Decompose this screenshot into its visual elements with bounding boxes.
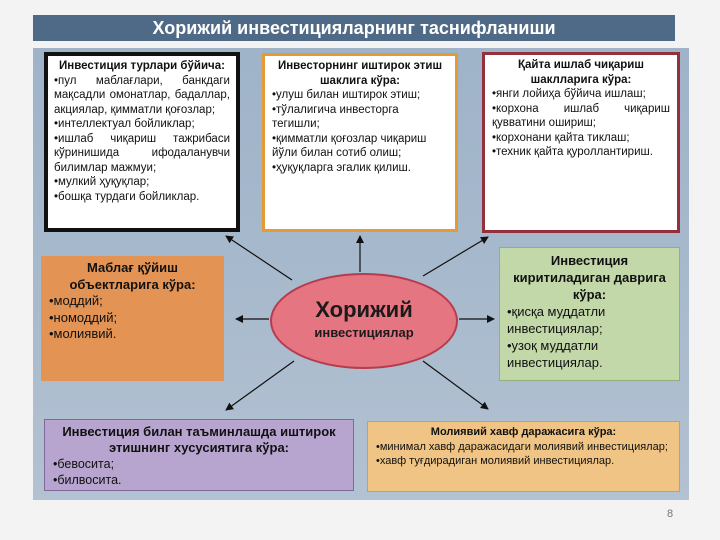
list-item: •янги лойиҳа бўйича ишлаш; xyxy=(492,88,646,100)
list-item: •бевосита; xyxy=(53,457,115,471)
list-item: •мулкий ҳуқуқлар; xyxy=(54,176,150,188)
page-number: 8 xyxy=(667,508,674,520)
list-item: •бошқа турдаги бойликлар. xyxy=(54,190,200,203)
list-item: •билвосита. xyxy=(53,473,122,487)
arrow-to-provision xyxy=(225,360,295,411)
list-item: •корхонани қайта тиклаш; xyxy=(492,131,630,144)
box-investment-objects: Маблағ қўйиш объектларига кўра: •моддий;… xyxy=(41,256,224,381)
center-subtitle: инвестициялар xyxy=(314,325,414,340)
box-reproduction-form: Қайта ишлаб чиқариш шаклларига кўра: •ян… xyxy=(482,52,680,233)
list-item: •қисқа муддатли инвестициялар; xyxy=(507,304,606,336)
box-heading: Инвестиция киритиладиган даврига кўра: xyxy=(513,253,666,302)
list-item: •ҳуқуқларга эгалик қилиш. xyxy=(272,161,411,174)
list-item: •тўлалигича инвесторга тегишли; xyxy=(272,103,399,131)
list-item: •интеллектуал бойликлар; xyxy=(54,118,195,130)
box-heading: Инвестиция билан таъминлашда иштирок эти… xyxy=(62,424,336,455)
box-participation-form: Инвесторнинг иштирок этиш шаклига кўра: … xyxy=(262,53,458,232)
box-investment-types: Инвестиция турлари бўйича: •пул маблағла… xyxy=(44,52,240,232)
list-item: •хавф туғдирадиган молиявий инвестицияла… xyxy=(376,455,615,467)
box-heading: Қайта ишлаб чиқариш шаклларига кўра: xyxy=(518,59,644,86)
arrow-to-risk xyxy=(422,360,489,410)
slide-title: Хорижий инвестицияларнинг таснифланиши xyxy=(33,15,675,41)
list-item: •улуш билан иштирок этиш; xyxy=(272,89,421,101)
list-item: •корхона ишлаб чиқариш қувватини ошириш; xyxy=(492,102,670,130)
list-item: •техник қайта қуроллантириш. xyxy=(492,146,653,158)
box-heading: Маблағ қўйиш объектларига кўра: xyxy=(69,260,196,292)
box-financial-risk: Молиявий хавф даражасига кўра: •минимал … xyxy=(367,421,680,492)
arrow-to-types xyxy=(225,235,293,281)
list-item: •молиявий. xyxy=(49,326,117,341)
box-provision-nature: Инвестиция билан таъминлашда иштирок эти… xyxy=(44,419,354,491)
list-item: •номоддий; xyxy=(49,309,118,325)
list-item: •минимал хавф даражасидаги молиявий инве… xyxy=(376,440,668,453)
box-investment-period: Инвестиция киритиладиган даврига кўра: •… xyxy=(499,247,680,381)
center-ellipse: Хорижий инвестициялар xyxy=(270,273,458,369)
list-item: •моддий; xyxy=(49,293,103,308)
list-item: •узоқ муддатли инвестициялар. xyxy=(507,338,603,370)
list-item: •пул маблағлари, банкдаги мақсадли омона… xyxy=(54,74,230,116)
box-heading: Молиявий хавф даражасига кўра: xyxy=(430,426,617,438)
list-item: •ишлаб чиқариш тажрибаси кўринишида ифод… xyxy=(54,132,230,174)
box-heading: Инвестиция турлари бўйича: xyxy=(59,60,225,72)
center-title: Хорижий xyxy=(315,297,413,322)
box-heading: Инвесторнинг иштирок этиш шаклига кўра: xyxy=(277,60,443,87)
arrow-to-reproduction xyxy=(422,236,489,277)
list-item: •қимматли қоғозлар чиқариш йўли билан со… xyxy=(272,132,427,160)
